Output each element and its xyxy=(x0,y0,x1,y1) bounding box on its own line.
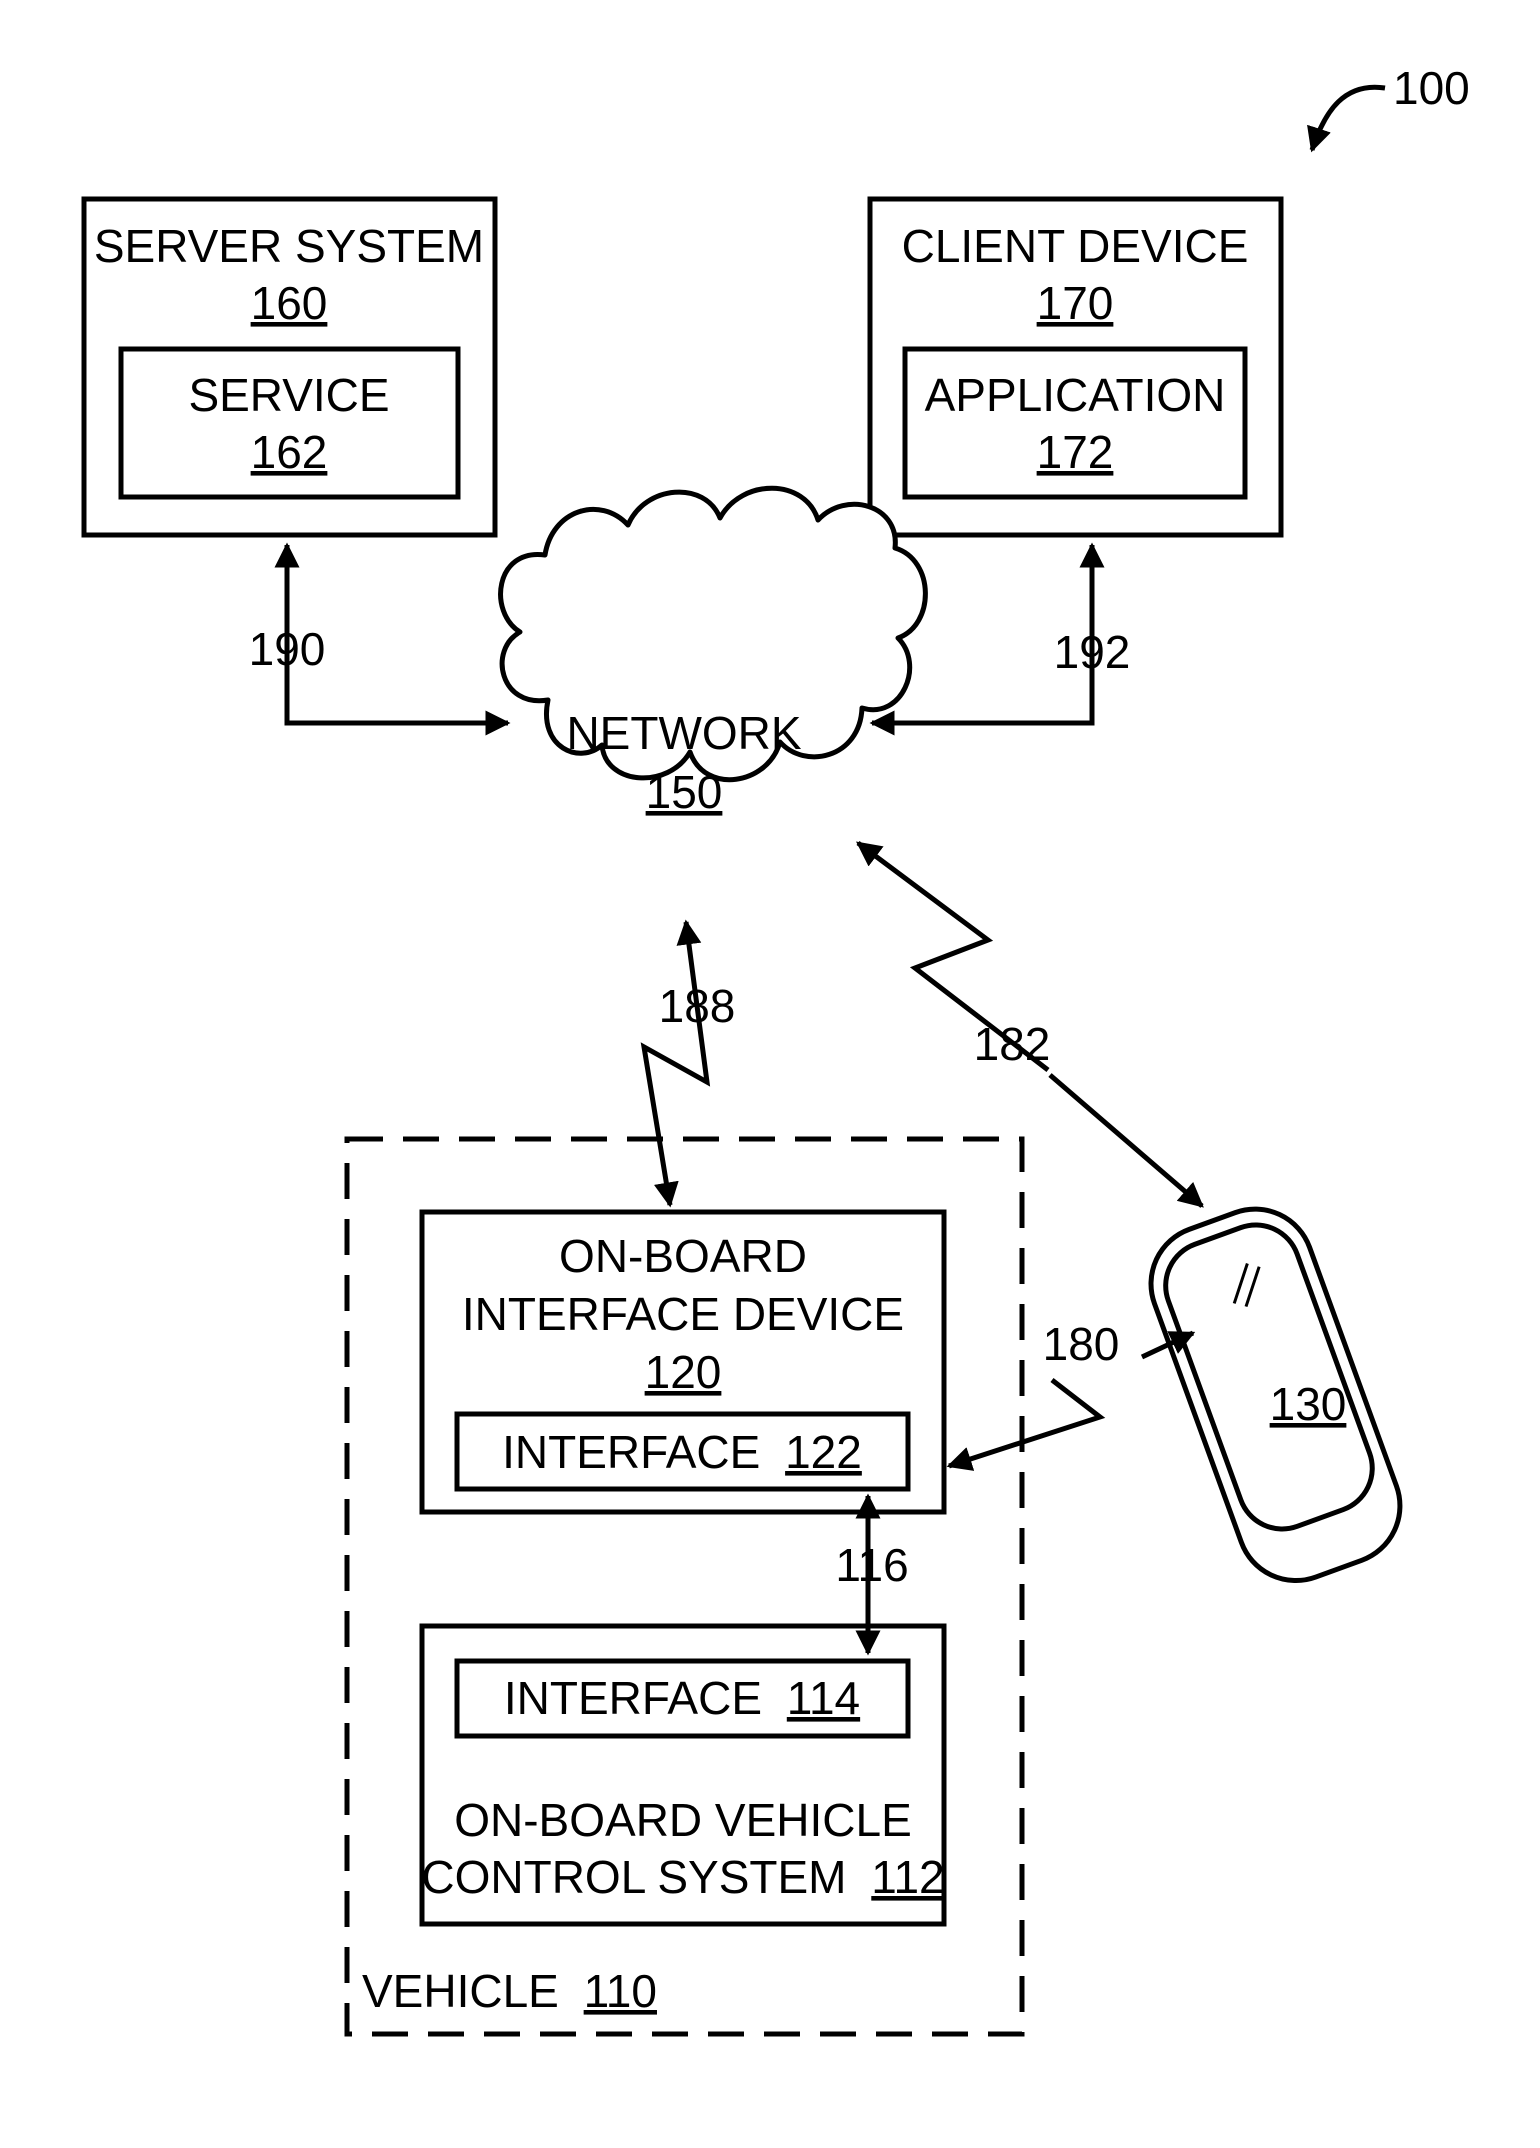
application-ref: 172 xyxy=(1037,426,1114,478)
client-device-title: CLIENT DEVICE xyxy=(902,220,1249,272)
vehicle-title: VEHICLE 110 xyxy=(362,1965,657,2017)
link-116-label: 116 xyxy=(835,1539,908,1591)
vehicle-title-text: VEHICLE xyxy=(362,1965,559,2017)
interface-114-ref: 114 xyxy=(787,1672,860,1724)
figure-pointer-arrow xyxy=(1312,87,1385,150)
server-system-ref: 160 xyxy=(251,277,328,329)
link-180-label: 180 xyxy=(1043,1318,1120,1370)
vehicle-control-system-line1: ON-BOARD VEHICLE xyxy=(454,1794,912,1846)
vehicle-ref: 110 xyxy=(584,1965,657,2017)
server-system-title: SERVER SYSTEM xyxy=(94,220,484,272)
interface-122-ref: 122 xyxy=(785,1426,862,1478)
link-188-arrow xyxy=(644,922,707,1205)
link-182-arrow-lower xyxy=(1050,1075,1202,1206)
interface-122-title: INTERFACE xyxy=(502,1426,760,1478)
interface-122-label: INTERFACE 122 xyxy=(502,1426,862,1478)
interface-114-label: INTERFACE 114 xyxy=(504,1672,860,1724)
interface-114-title: INTERFACE xyxy=(504,1672,762,1724)
figure-number: 100 xyxy=(1393,62,1470,114)
service-ref: 162 xyxy=(251,426,328,478)
service-title: SERVICE xyxy=(188,369,389,421)
onboard-interface-device-line2: INTERFACE DEVICE xyxy=(462,1288,904,1340)
link-182-label: 182 xyxy=(974,1018,1051,1070)
network-title-text: NETWORK xyxy=(566,707,801,759)
link-188-label: 188 xyxy=(659,980,736,1032)
onboard-interface-device-line1: ON-BOARD xyxy=(559,1230,807,1282)
vehicle-control-system-line2: CONTROL SYSTEM 112 xyxy=(421,1851,944,1903)
mobile-device-ref: 130 xyxy=(1270,1378,1347,1430)
network-ref: 150 xyxy=(646,766,723,818)
vehicle-control-system-ref: 112 xyxy=(871,1851,944,1903)
vehicle-control-system-line2-text: CONTROL SYSTEM xyxy=(421,1851,846,1903)
client-device-ref: 170 xyxy=(1037,277,1114,329)
link-190-label: 190 xyxy=(249,623,326,675)
onboard-interface-device-ref: 120 xyxy=(645,1346,722,1398)
link-192-label: 192 xyxy=(1054,626,1131,678)
application-title: APPLICATION xyxy=(925,369,1226,421)
